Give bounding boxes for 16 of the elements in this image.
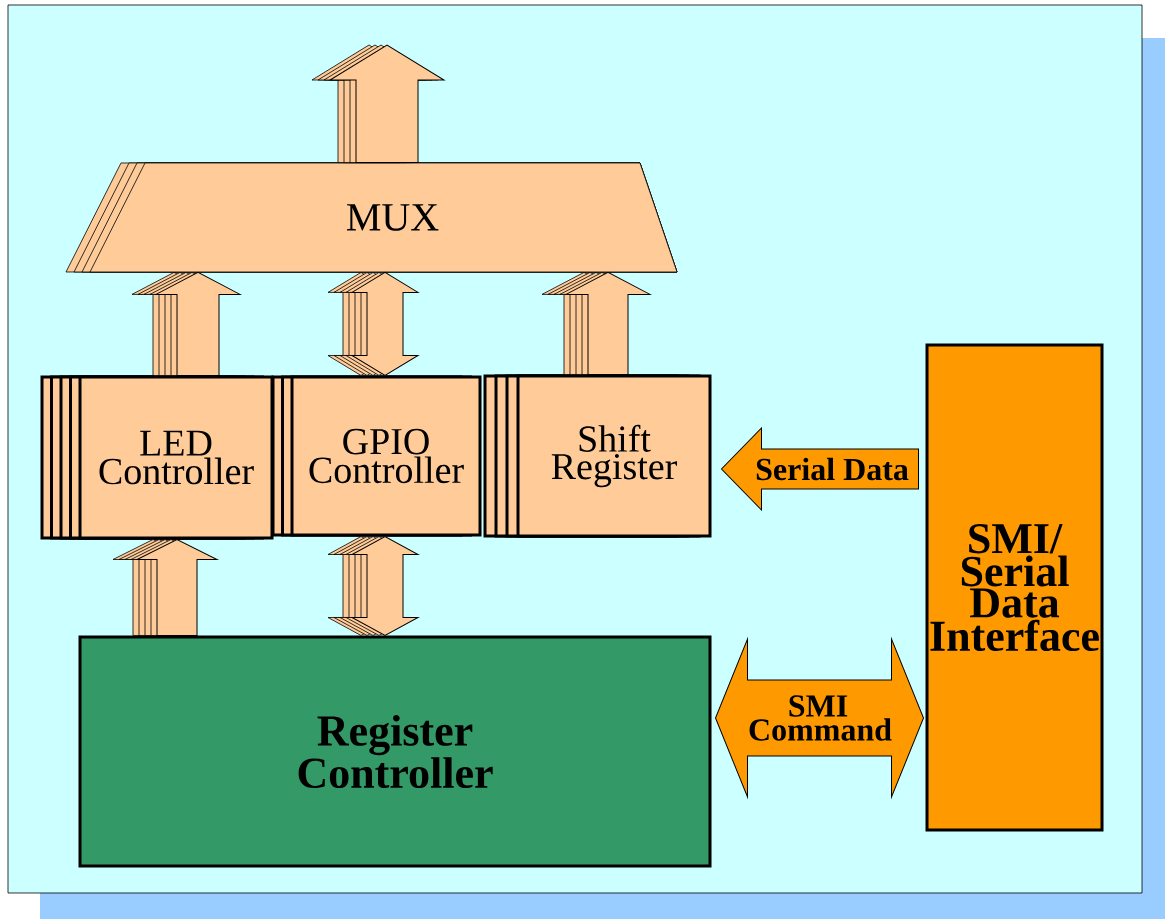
edge-label: SMI Command — [749, 695, 892, 741]
interface-box: SMI/ Serial Data Interface — [925, 343, 1104, 832]
controller-box: GPIO Controller — [271, 375, 482, 537]
block-arrow — [541, 271, 651, 375]
mux-trapezoid: MUX — [65, 162, 678, 273]
controller-box: Register Controller — [78, 635, 712, 868]
controller-box: LED Controller — [40, 375, 274, 540]
block-arrow — [327, 271, 419, 376]
block-arrow — [721, 427, 919, 511]
block-arrow — [131, 271, 241, 376]
block-arrow — [715, 638, 924, 798]
register-box: Shift Register — [483, 374, 712, 538]
block-arrow — [311, 44, 445, 164]
edge-label: Serial Data — [756, 457, 909, 481]
block-arrow — [327, 536, 419, 636]
block-arrow — [112, 539, 218, 636]
